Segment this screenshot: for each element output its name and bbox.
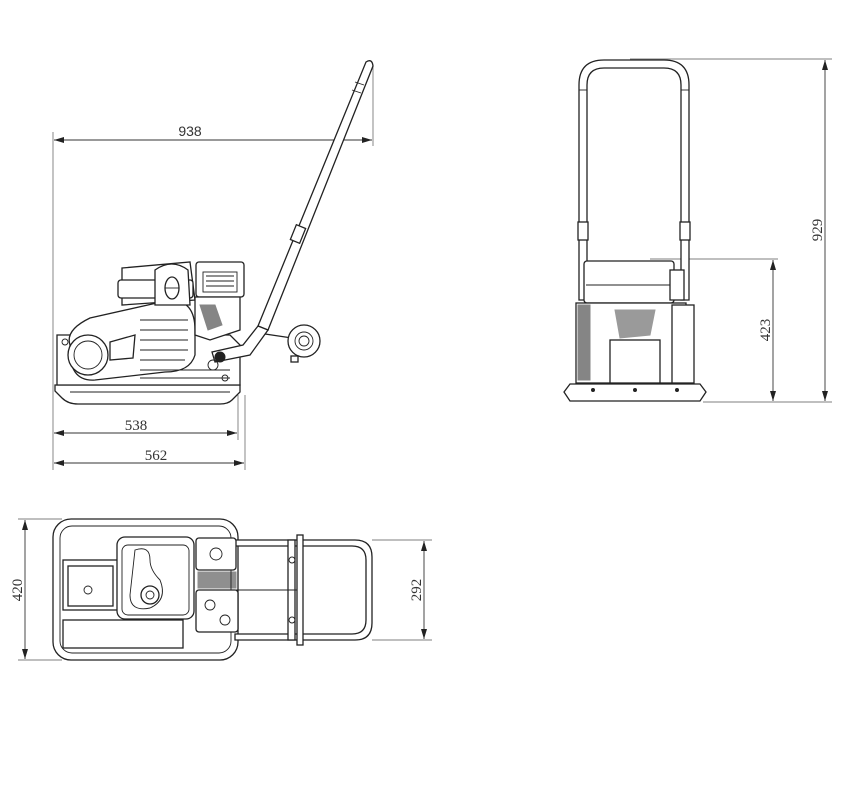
dim-label-562: 562: [145, 448, 168, 464]
dim-label-929: 929: [810, 219, 826, 242]
engine-front: [575, 260, 695, 384]
dimension-929: 929: [810, 60, 828, 401]
dim-label-538: 538: [125, 418, 148, 434]
engine-side: [117, 261, 245, 341]
dim-label-292: 292: [409, 579, 425, 602]
dimension-562: 562: [54, 448, 244, 466]
dim-label-938: 938: [178, 123, 202, 139]
base-plate-side: [54, 384, 241, 405]
top-view: 420 292: [10, 518, 432, 661]
handle-side: [207, 60, 374, 371]
exciter-top: [62, 559, 184, 649]
dim-label-423: 423: [758, 319, 774, 342]
engine-top: [116, 536, 239, 633]
dimension-423: 423: [758, 260, 776, 401]
belt-guard: [56, 299, 241, 386]
side-view: 938 538 562: [52, 60, 374, 470]
dimension-538: 538: [54, 418, 237, 436]
dimension-292: 292: [409, 541, 427, 639]
handle-top: [234, 534, 373, 646]
base-plate-front: [563, 383, 707, 402]
front-view: 929 423: [563, 58, 832, 403]
dim-label-420: 420: [10, 579, 26, 602]
dimension-938: 938: [54, 123, 372, 143]
dimension-420: 420: [10, 520, 28, 659]
